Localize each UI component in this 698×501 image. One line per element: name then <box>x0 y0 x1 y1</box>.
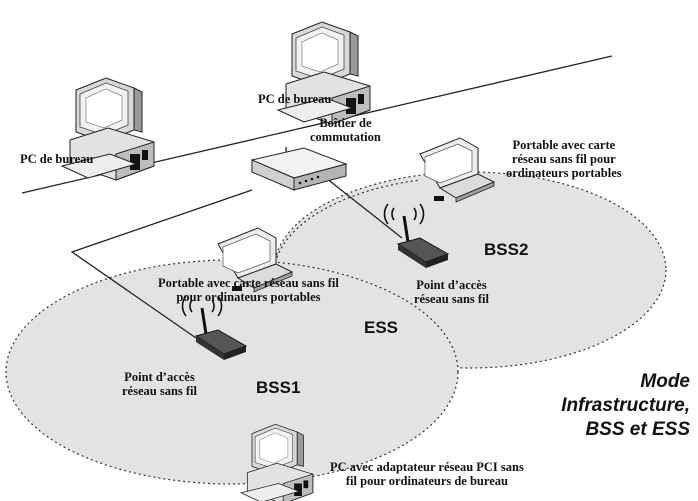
bss1-label: BSS1 <box>256 378 301 397</box>
mode-title-line3: BSS et ESS <box>585 419 690 440</box>
ap-left-line2: réseau sans fil <box>122 384 197 398</box>
laptop-right-line3: ordinateurs portables <box>506 166 622 180</box>
bss2-label: BSS2 <box>484 240 529 259</box>
laptop-right-line1: Portable avec carte <box>512 138 616 152</box>
ap-right-line2: réseau sans fil <box>414 292 489 306</box>
ess-label: ESS <box>364 318 399 337</box>
ap-right-label: Point d’accès réseau sans fil <box>414 278 489 306</box>
desktop-pc-icon <box>240 423 314 501</box>
pc-bottom-line1: PC avec adaptateur réseau PCI sans <box>330 460 524 474</box>
pc-top-label: PC de bureau <box>258 92 332 106</box>
bss2-overlap-edge <box>273 179 421 273</box>
link-ap-left <box>70 189 253 339</box>
laptop-mid-line2: pour ordinateurs portables <box>176 290 321 304</box>
mode-title-line1: Mode <box>640 371 690 392</box>
mode-title-line2: Infrastructure, <box>561 395 690 416</box>
bss1-coverage <box>5 259 459 485</box>
switch-label-line2: commutation <box>310 130 381 144</box>
ap-right-line1: Point d’accès <box>416 278 487 292</box>
link-ap-right <box>325 177 403 239</box>
pc-left-label: PC de bureau <box>20 152 94 166</box>
desktop-pc-icon <box>277 21 371 125</box>
pc-bottom-line2: fil pour ordinateurs de bureau <box>345 474 508 488</box>
laptop-right-line2: réseau sans fil pour <box>511 152 616 166</box>
ap-left-label: Point d’accès réseau sans fil <box>122 370 197 398</box>
switch-label-line1: Boîtier de <box>319 116 372 130</box>
pc-bottom-label: PC avec adaptateur réseau PCI sans fil p… <box>330 460 524 488</box>
laptop-right-label: Portable avec carte réseau sans fil pour… <box>506 138 622 180</box>
ap-left-line1: Point d’accès <box>124 370 195 384</box>
laptop-mid-line1: Portable avec carte réseau sans fil <box>158 276 339 290</box>
laptop-mid-label: Portable avec carte réseau sans fil pour… <box>158 276 339 304</box>
mode-title: Mode Infrastructure, BSS et ESS <box>561 370 690 442</box>
switch-label: Boîtier de commutation <box>310 116 381 144</box>
switch-icon <box>250 147 348 191</box>
